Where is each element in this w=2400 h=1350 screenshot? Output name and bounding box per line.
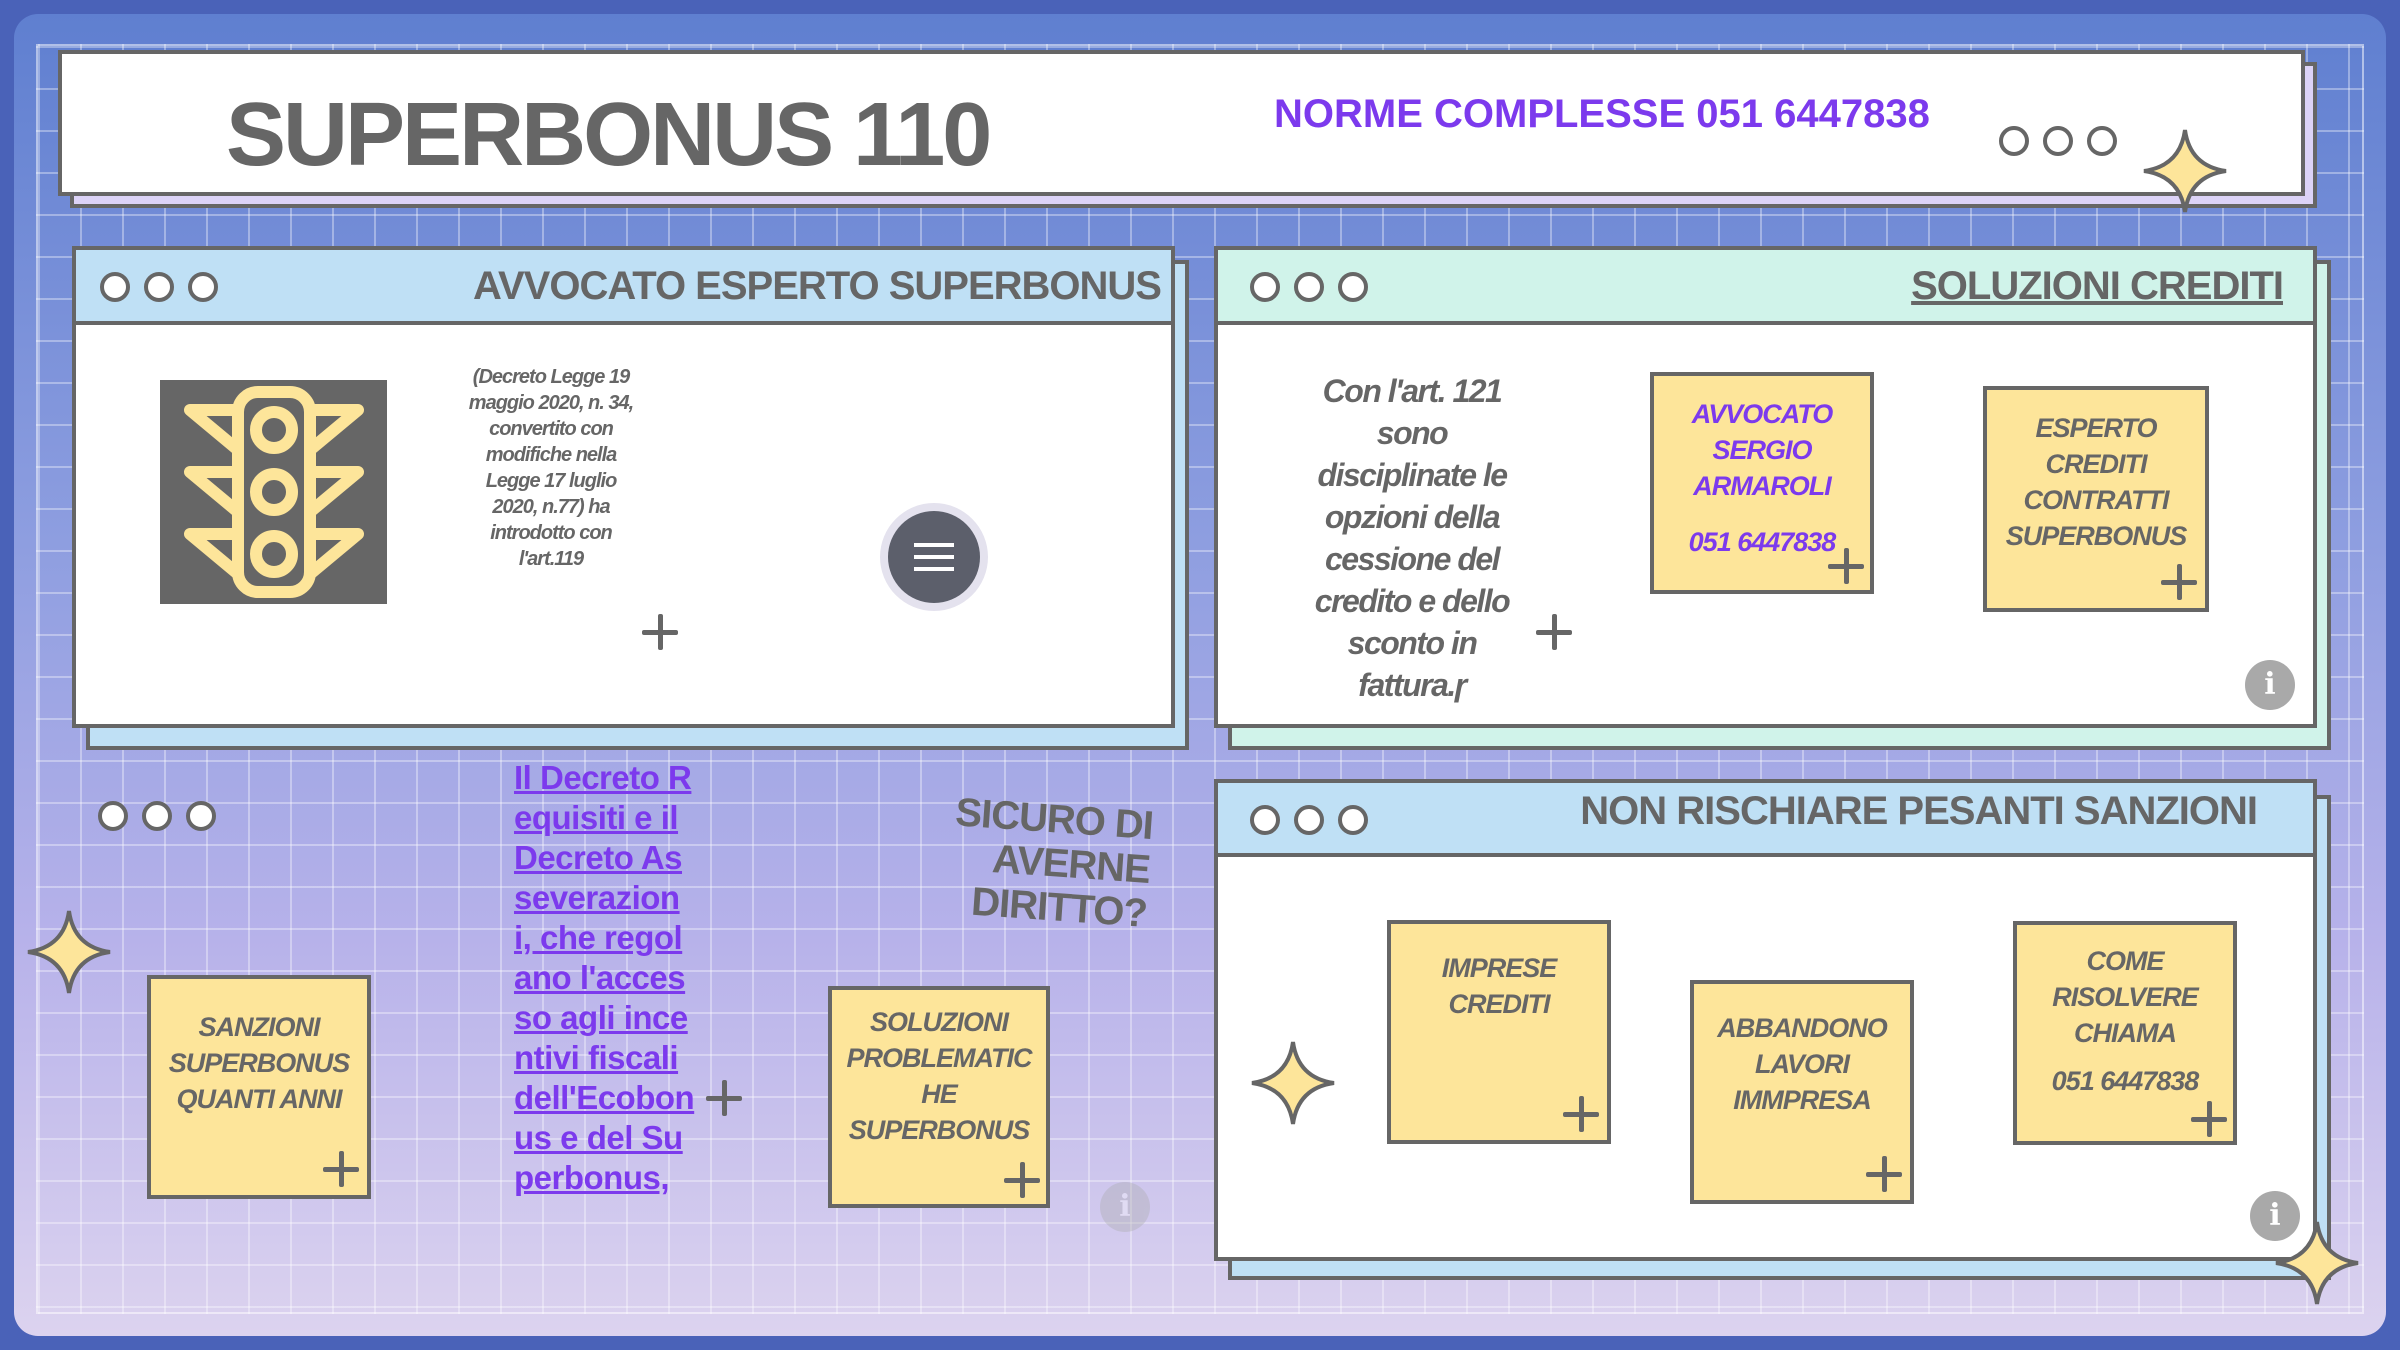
sparkle-icon bbox=[1251, 1041, 1335, 1125]
window-dot[interactable] bbox=[1338, 805, 1368, 835]
note-line: CREDITI bbox=[2045, 449, 2148, 479]
note-line: LAVORI bbox=[1755, 1049, 1850, 1079]
note-line: IMPRESE bbox=[1441, 953, 1558, 983]
note-esperto[interactable]: ESPERTO CREDITI CONTRATTI SUPERBONUS bbox=[1983, 386, 2209, 612]
note-line: SUPERBONUS bbox=[2005, 521, 2188, 551]
note-line: ESPERTO bbox=[2035, 413, 2157, 443]
window-titlebar bbox=[1218, 250, 2313, 325]
plus-icon[interactable] bbox=[1536, 614, 1572, 650]
note-line: ARMAROLI bbox=[1693, 471, 1831, 501]
plus-icon[interactable] bbox=[1563, 1096, 1599, 1132]
header-subtitle: NORME COMPLESSE 051 6447838 bbox=[1274, 92, 1930, 136]
note-line: ABBANDONO bbox=[1717, 1013, 1887, 1043]
note-line: SERGIO bbox=[1712, 435, 1812, 465]
note-line: SUPERBONUS bbox=[168, 1048, 351, 1078]
note-line: CONTRATTI bbox=[2023, 485, 2170, 515]
note-line: SUPERBONUS bbox=[848, 1115, 1031, 1145]
window-title: NON RISCHIARE PESANTI SANZIONI bbox=[1580, 789, 2258, 833]
window-controls bbox=[98, 801, 216, 831]
decreto-link[interactable]: Il Decreto Requisiti e il Decreto Asseve… bbox=[514, 759, 695, 1196]
note-line: HE bbox=[921, 1079, 958, 1109]
plus-icon[interactable] bbox=[1866, 1156, 1902, 1192]
window-dot[interactable] bbox=[186, 801, 216, 831]
sparkle-icon bbox=[2143, 129, 2227, 213]
question-text: SICURO DI AVERNE DIRITTO? bbox=[954, 790, 1155, 936]
window-controls bbox=[1999, 126, 2117, 156]
note-line: COME bbox=[2086, 946, 2165, 976]
window-soluzioni: SOLUZIONI CREDITI Con l'art. 121 sono di… bbox=[1214, 246, 2317, 728]
page-title: SUPERBONUS 110 bbox=[226, 85, 992, 185]
plus-icon[interactable] bbox=[1004, 1162, 1040, 1198]
note-abbandono[interactable]: ABBANDONO LAVORI IMMPRESA bbox=[1690, 980, 1914, 1204]
note-line: AVVOCATO bbox=[1691, 399, 1834, 429]
window-dot[interactable] bbox=[1294, 272, 1324, 302]
menu-button[interactable] bbox=[880, 503, 988, 611]
note-line: CHIAMA bbox=[2074, 1018, 2177, 1048]
window-dot[interactable] bbox=[1250, 805, 1280, 835]
window-avvocato: AVVOCATO ESPERTO SUPERBONUS (Decreto Leg… bbox=[72, 246, 1175, 728]
note-avvocato[interactable]: AVVOCATO SERGIO ARMAROLI 051 6447838 bbox=[1650, 372, 1874, 594]
window-dot[interactable] bbox=[188, 272, 218, 302]
info-icon[interactable]: i bbox=[2245, 660, 2295, 710]
plus-icon[interactable] bbox=[1828, 548, 1864, 584]
plus-icon[interactable] bbox=[706, 1080, 742, 1116]
window-dot[interactable] bbox=[2087, 126, 2117, 156]
note-line: CREDITI bbox=[1448, 989, 1551, 1019]
note-sanzioni-superbonus[interactable]: SANZIONI SUPERBONUS QUANTI ANNI bbox=[147, 975, 371, 1199]
note-line: SOLUZIONI bbox=[870, 1007, 1009, 1037]
note-line: RISOLVERE bbox=[2052, 982, 2199, 1012]
note-imprese[interactable]: IMPRESE CREDITI bbox=[1387, 920, 1611, 1144]
phone-number[interactable]: 051 6447838 bbox=[1688, 527, 1837, 557]
note-come-risolvere[interactable]: COME RISOLVERE CHIAMA 051 6447838 bbox=[2013, 921, 2237, 1145]
plus-icon[interactable] bbox=[2191, 1101, 2227, 1137]
window-dot[interactable] bbox=[144, 272, 174, 302]
window-dot[interactable] bbox=[2043, 126, 2073, 156]
plus-icon[interactable] bbox=[2161, 564, 2197, 600]
window-title: AVVOCATO ESPERTO SUPERBONUS bbox=[473, 264, 1162, 308]
plus-icon[interactable] bbox=[642, 614, 678, 650]
traffic-light-icon bbox=[160, 380, 387, 604]
cessione-text: Con l'art. 121 sono disciplinate le opzi… bbox=[1314, 373, 1511, 703]
window-title[interactable]: SOLUZIONI CREDITI bbox=[1911, 264, 2284, 308]
window-dot[interactable] bbox=[1250, 272, 1280, 302]
window-dot[interactable] bbox=[1294, 805, 1324, 835]
decree-text: (Decreto Legge 19 maggio 2020, n. 34, co… bbox=[468, 366, 634, 570]
note-line: SANZIONI bbox=[198, 1012, 320, 1042]
window-dot[interactable] bbox=[142, 801, 172, 831]
header-window: SUPERBONUS 110 NORME COMPLESSE 051 64478… bbox=[58, 50, 2305, 196]
note-soluzioni-problematiche[interactable]: SOLUZIONI PROBLEMATIC HE SUPERBONUS bbox=[828, 986, 1050, 1208]
note-line: QUANTI ANNI bbox=[176, 1084, 343, 1114]
window-sanzioni: NON RISCHIARE PESANTI SANZIONI IMPRESE C… bbox=[1214, 779, 2317, 1261]
window-dot[interactable] bbox=[1999, 126, 2029, 156]
window-titlebar bbox=[76, 250, 1171, 325]
note-line: IMMPRESA bbox=[1733, 1085, 1872, 1115]
window-dot[interactable] bbox=[1338, 272, 1368, 302]
window-dot[interactable] bbox=[100, 272, 130, 302]
plus-icon[interactable] bbox=[323, 1151, 359, 1187]
note-line: PROBLEMATIC bbox=[846, 1043, 1033, 1073]
info-icon[interactable]: i bbox=[1100, 1182, 1150, 1232]
sparkle-icon bbox=[27, 910, 111, 994]
window-titlebar bbox=[1218, 783, 2313, 857]
phone-number[interactable]: 051 6447838 bbox=[2051, 1066, 2200, 1096]
menu-icon bbox=[888, 511, 980, 603]
window-dot[interactable] bbox=[98, 801, 128, 831]
info-icon[interactable]: i bbox=[2250, 1191, 2300, 1241]
sparkle-icon bbox=[2275, 1221, 2359, 1305]
